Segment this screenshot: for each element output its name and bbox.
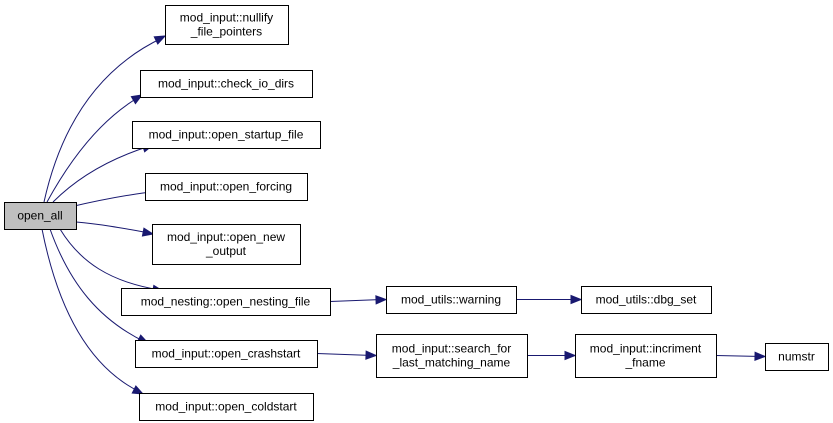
node-search-box [376,334,528,378]
edge-nesting-to-warning-line [329,299,384,302]
node-nullify-label: _file_pointers [190,25,262,39]
edge-warning-to-dbg-set [516,294,583,305]
node-new-output-box [152,224,301,265]
edge-open-all-to-new-output-arrowhead [141,227,155,237]
node-search[interactable]: mod_input::search_for_last_matching_name [376,334,528,378]
node-dbg-set-box [581,286,712,314]
node-check-io[interactable]: mod_input::check_io_dirs [140,70,313,98]
node-new-output-label: _output [205,244,247,258]
node-dbg-set[interactable]: mod_utils::dbg_set [581,286,712,314]
node-incriment-box [575,334,717,378]
node-nesting-box [121,288,331,316]
node-nullify-box [165,5,289,45]
node-incriment[interactable]: mod_input::incriment_fname [575,334,717,378]
node-coldstart[interactable]: mod_input::open_coldstart [139,393,314,421]
edge-open-all-to-check-io-arrowhead [130,94,144,105]
edge-open-all-to-new-output [75,221,155,237]
edge-open-all-to-crashstart [49,228,150,344]
node-forcing-box [145,173,308,201]
node-startup-box [132,121,321,149]
node-new-output-label: mod_input::open_new [167,230,285,244]
node-check-io-label: mod_input::check_io_dirs [158,77,294,91]
node-nesting-label: mod_nesting::open_nesting_file [141,295,311,309]
node-nullify-label: mod_input::nullify [180,11,273,25]
node-forcing-label: mod_input::open_forcing [160,180,292,194]
node-search-label: mod_input::search_for [392,342,511,356]
edge-nesting-to-warning [329,295,388,305]
node-incriment-label: _fname [624,356,665,370]
node-numstr-label: numstr [778,350,815,364]
edge-open-all-to-startup-line [52,145,151,203]
node-numstr[interactable]: numstr [765,343,829,371]
node-numstr-box [765,343,829,371]
edge-open-all-to-check-io-line [46,96,140,203]
nodes-layer: open_all mod_input::nullify_file_pointers… [4,5,829,421]
node-dbg-set-label: mod_utils::dbg_set [596,293,697,307]
edge-open-all-to-nullify-arrowhead [153,35,167,45]
node-search-label: _last_matching_name [392,356,511,370]
node-startup[interactable]: mod_input::open_startup_file [132,121,321,149]
node-coldstart-label: mod_input::open_coldstart [155,400,297,414]
node-incriment-label: mod_input::incriment [590,342,702,356]
node-open-all-label: open_all [17,209,62,223]
edge-incriment-to-numstr-line [715,355,763,357]
edge-warning-to-dbg-set-arrowhead [570,294,583,305]
edge-open-all-to-crashstart-line [49,228,146,343]
node-open-all[interactable]: open_all [4,202,77,230]
edge-open-all-to-coldstart-line [41,228,141,393]
node-new-output[interactable]: mod_input::open_new_output [152,224,301,265]
edge-search-to-incriment [527,350,577,361]
node-check-io-box [140,70,313,98]
edge-crashstart-to-search-arrowhead [365,350,378,360]
edge-open-all-to-nullify [43,35,167,203]
node-warning[interactable]: mod_utils::warning [386,286,517,314]
edge-crashstart-to-search [316,350,378,360]
edge-incriment-to-numstr [715,351,767,362]
node-crashstart[interactable]: mod_input::open_crashstart [135,340,318,368]
edge-incriment-to-numstr-arrowhead [754,351,767,362]
edge-open-all-to-nesting [59,228,165,294]
edge-open-all-to-coldstart-arrowhead [131,385,145,395]
edge-search-to-incriment-arrowhead [564,350,577,361]
node-crashstart-label: mod_input::open_crashstart [152,347,301,361]
node-nullify[interactable]: mod_input::nullify_file_pointers [165,5,289,45]
node-forcing[interactable]: mod_input::open_forcing [145,173,308,201]
edge-open-all-to-nullify-line [43,37,163,203]
node-coldstart-box [139,393,314,421]
edge-open-all-to-check-io [46,94,144,203]
edge-open-all-to-coldstart [41,228,145,395]
node-warning-box [386,286,517,314]
node-crashstart-box [135,340,318,368]
edge-open-all-to-nesting-line [59,228,161,291]
edge-open-all-to-new-output-line [75,221,151,234]
node-nesting[interactable]: mod_nesting::open_nesting_file [121,288,331,316]
node-warning-label: mod_utils::warning [401,293,501,307]
edge-nesting-to-warning-arrowhead [375,295,388,305]
node-startup-label: mod_input::open_startup_file [149,128,304,142]
node-open-all-box [4,202,77,230]
edge-crashstart-to-search-line [316,353,374,356]
